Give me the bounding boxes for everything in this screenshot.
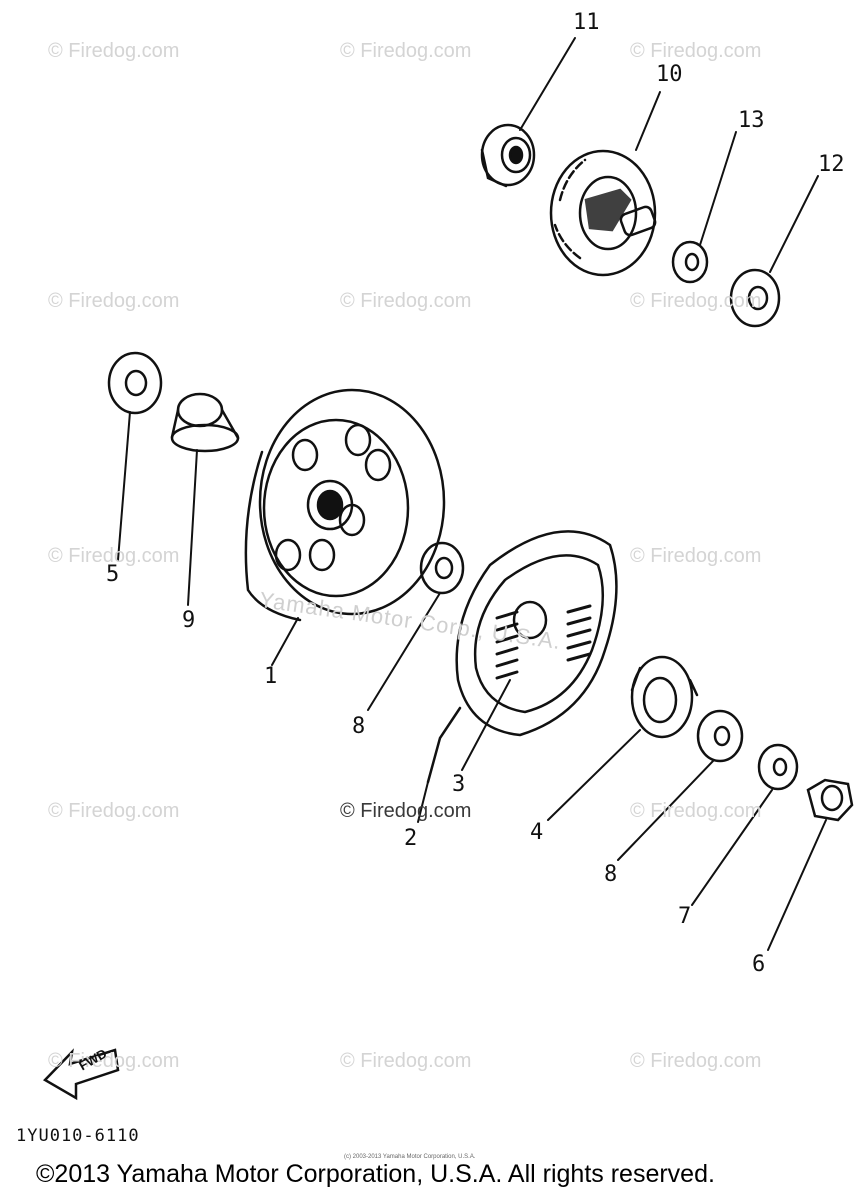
copyright-footer: ©2013 Yamaha Motor Corporation, U.S.A. A… <box>36 1160 715 1188</box>
callout-12: 12 <box>818 152 845 177</box>
callout-2: 2 <box>404 826 418 851</box>
part-1-clutch-housing <box>244 388 446 622</box>
diagram-code: 1YU010-6110 <box>16 1126 140 1146</box>
callout-1: 1 <box>264 664 278 689</box>
part-13-washer <box>671 240 709 284</box>
callout-4: 4 <box>530 820 544 845</box>
spring-left <box>495 610 519 680</box>
watermark: © Firedog.com <box>630 800 762 822</box>
part-4-plate <box>630 655 699 739</box>
watermark: © Firedog.com <box>48 1050 180 1072</box>
callout-10: 10 <box>656 62 683 87</box>
part-2-3-clutch-shoe-assembly <box>426 530 618 784</box>
part-11-bearing <box>480 123 536 188</box>
watermark: © Firedog.com <box>340 290 472 312</box>
watermark-center: © Firedog.com <box>340 800 472 822</box>
fwd-arrow-icon <box>42 1048 120 1101</box>
part-8-washer-lower <box>696 709 744 763</box>
watermark: © Firedog.com <box>340 40 472 62</box>
part-6-nut <box>806 778 854 822</box>
part-5-washer <box>107 351 163 415</box>
watermark: © Firedog.com <box>630 40 762 62</box>
callout-9: 9 <box>182 608 196 633</box>
part-12-washer <box>729 268 781 328</box>
watermark: © Firedog.com <box>630 290 762 312</box>
callout-6: 6 <box>752 952 766 977</box>
watermark: © Firedog.com <box>630 1050 762 1072</box>
callout-3: 3 <box>452 772 466 797</box>
callout-7: 7 <box>678 904 692 929</box>
callout-8-upper: 8 <box>352 714 366 739</box>
part-9-collar <box>170 392 240 453</box>
part-7-washer <box>757 743 799 791</box>
watermark: © Firedog.com <box>48 40 180 62</box>
callout-11: 11 <box>573 10 600 35</box>
watermark: © Firedog.com <box>340 1050 472 1072</box>
watermark: © Firedog.com <box>630 545 762 567</box>
watermark: © Firedog.com <box>48 800 180 822</box>
part-8-washer-upper <box>419 541 465 595</box>
callout-13: 13 <box>738 108 765 133</box>
small-print: (c) 2003-2013 Yamaha Motor Corporation, … <box>344 1154 476 1160</box>
part-10-gear <box>549 149 657 277</box>
leader-lines <box>117 37 827 951</box>
callout-8-lower: 8 <box>604 862 618 887</box>
spring-right <box>566 604 592 662</box>
watermark: © Firedog.com <box>48 290 180 312</box>
callout-5: 5 <box>106 562 120 587</box>
watermark: © Firedog.com <box>48 545 180 567</box>
